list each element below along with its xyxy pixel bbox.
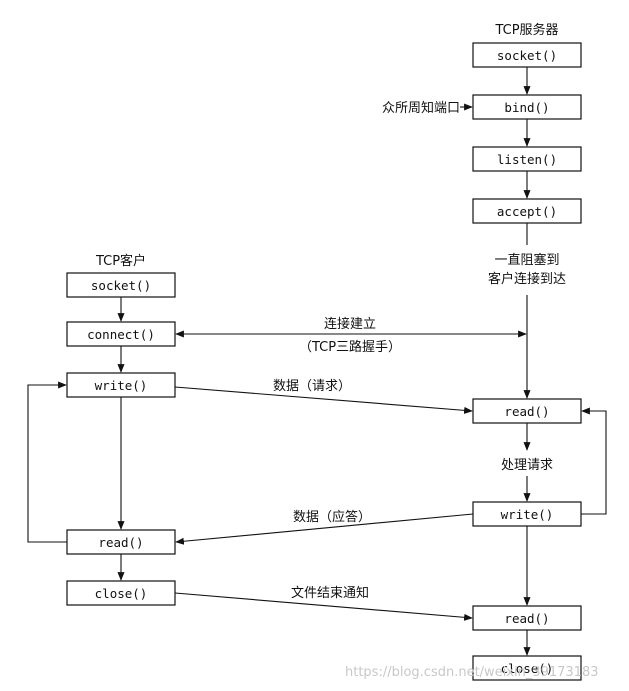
request-data-label: 数据（请求） bbox=[273, 379, 351, 394]
server-close-label: close() bbox=[501, 661, 554, 676]
server-listen-box: listen() bbox=[472, 146, 582, 172]
client-title: TCP客户 bbox=[95, 253, 146, 269]
server-write-label: write() bbox=[501, 507, 554, 522]
server-write-box: write() bbox=[472, 501, 582, 527]
server-listen-label: listen() bbox=[497, 152, 557, 167]
server-socket-label: socket() bbox=[497, 48, 557, 63]
watermark-text: https://blog.csdn.net/weixin_39173183 bbox=[345, 665, 599, 680]
eof-notification-label: 文件结束通知 bbox=[291, 585, 369, 601]
request-data-arrow bbox=[174, 386, 473, 414]
client-connect-box: connect() bbox=[66, 321, 176, 347]
reply-data-arrow bbox=[175, 513, 474, 545]
client-socket-box: socket() bbox=[66, 272, 176, 298]
client-read-box: read() bbox=[66, 529, 176, 555]
server-accept-label: accept() bbox=[497, 204, 557, 219]
client-close-label: close() bbox=[95, 586, 148, 601]
client-connect-label: connect() bbox=[87, 327, 155, 342]
server-read2-label: read() bbox=[504, 611, 549, 626]
server-accept-box: accept() bbox=[472, 198, 582, 224]
server-read2-box: read() bbox=[472, 605, 582, 631]
three-way-handshake-label: （TCP三路握手） bbox=[299, 339, 401, 355]
server-bind-label: bind() bbox=[504, 100, 549, 115]
block-note-line1: 一直阻塞到 bbox=[494, 252, 559, 268]
client-write-box: write() bbox=[66, 372, 176, 398]
client-close-box: close() bbox=[66, 580, 176, 606]
server-close-box: close() bbox=[472, 655, 582, 681]
server-title: TCP服务器 bbox=[494, 22, 558, 38]
connect-established-label: 连接建立 bbox=[324, 316, 376, 332]
server-read1-box: read() bbox=[472, 398, 582, 424]
well-known-port-note: 众所周知端口 bbox=[382, 100, 460, 116]
server-read1-label: read() bbox=[504, 404, 549, 419]
reply-data-label: 数据（应答） bbox=[293, 509, 371, 525]
server-bind-box: bind() bbox=[472, 94, 582, 120]
client-write-label: write() bbox=[95, 378, 148, 393]
eof-notification-arrow bbox=[174, 592, 473, 621]
client-socket-label: socket() bbox=[91, 278, 151, 293]
server-socket-box: socket() bbox=[472, 42, 582, 68]
client-loop-arrow bbox=[27, 381, 67, 543]
server-loop-arrow bbox=[581, 407, 607, 515]
process-request-label: 处理请求 bbox=[501, 458, 553, 473]
client-read-label: read() bbox=[98, 535, 143, 550]
block-note-line2: 客户连接到达 bbox=[488, 271, 566, 287]
